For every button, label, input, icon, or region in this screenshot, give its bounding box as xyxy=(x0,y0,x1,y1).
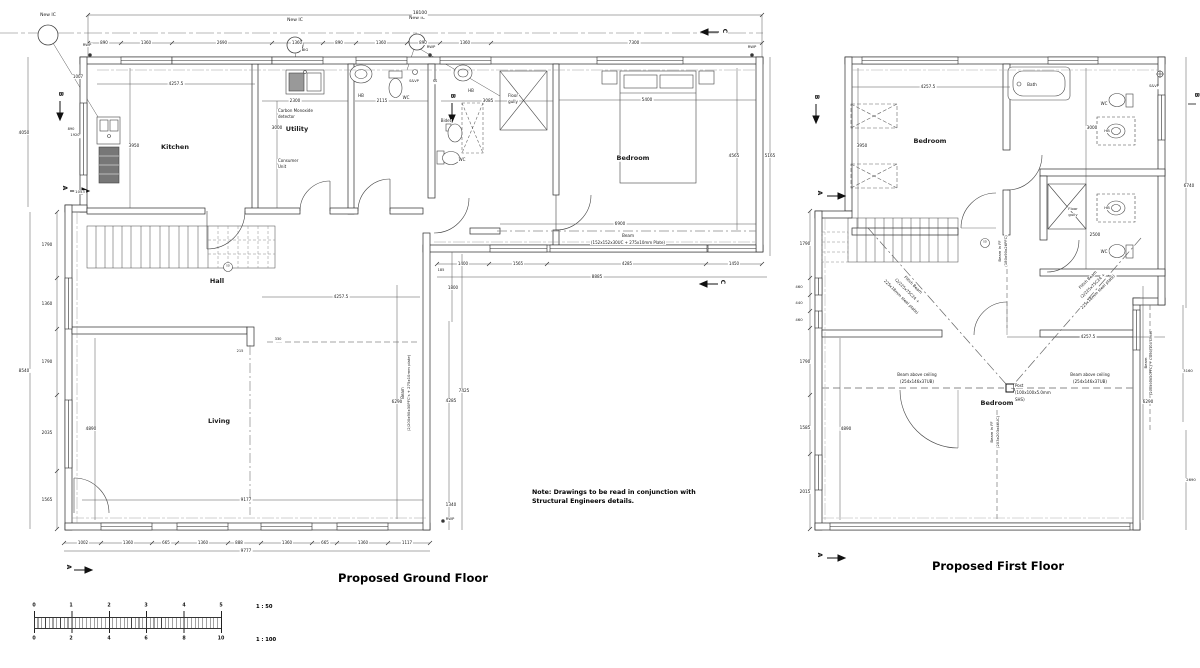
shower-tray xyxy=(1047,183,1087,230)
handbasin xyxy=(453,64,473,82)
bathtub xyxy=(1007,66,1071,101)
ground-floor-windows xyxy=(64,56,757,531)
dimension-ticks xyxy=(54,12,813,546)
wc-toilet xyxy=(1108,93,1134,108)
smoke-detector xyxy=(223,262,233,272)
ground-floor-doors xyxy=(73,178,592,514)
handbasin-dashed xyxy=(1096,116,1136,146)
utility-sink xyxy=(285,69,325,95)
wc-toilet xyxy=(1108,244,1134,259)
scale-ratio-100: 1 : 100 xyxy=(256,637,277,643)
smoke-detector xyxy=(980,238,990,248)
scale-ratio-50: 1 : 50 xyxy=(256,604,273,610)
ground-floor-beam-lines xyxy=(72,69,756,523)
ground-floor-stairs xyxy=(86,225,276,269)
first-floor-stairs xyxy=(821,217,959,263)
floor-gully-shower xyxy=(499,70,548,131)
kitchen-appliance xyxy=(98,146,120,184)
note-line2: Structural Engineers details. xyxy=(532,498,635,505)
scale-bar-minor-ticks xyxy=(34,617,221,629)
note-line1: Note: Drawings to be read in conjunction… xyxy=(532,489,696,496)
wc-toilet xyxy=(436,150,460,165)
post-leader xyxy=(1010,387,1015,390)
first-floor-beam-lines xyxy=(822,69,1158,523)
first-floor-title: Proposed First Floor xyxy=(931,559,1065,573)
wc-toilet xyxy=(388,70,403,98)
ground-floor-title: Proposed Ground Floor xyxy=(338,571,488,585)
wardrobes-dashed xyxy=(850,103,898,189)
handbasin-dashed xyxy=(1096,193,1136,223)
handbasin xyxy=(349,64,373,84)
svp-symbol xyxy=(1156,70,1164,78)
bed xyxy=(601,70,715,184)
svp-symbol xyxy=(412,69,418,75)
kitchen-sink xyxy=(96,116,121,145)
first-floor-doors xyxy=(899,154,1080,449)
bidet xyxy=(445,123,463,143)
first-floor-windows xyxy=(814,56,1166,531)
shower-dashed-box xyxy=(461,102,484,154)
steel-post xyxy=(1005,383,1015,393)
